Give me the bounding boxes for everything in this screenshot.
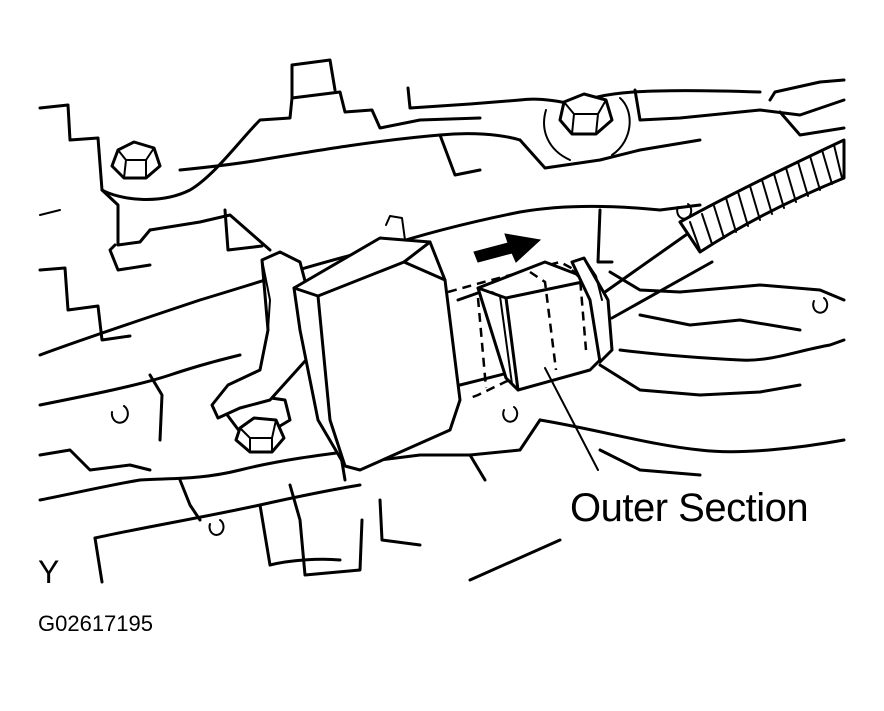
connector-housing [292, 236, 462, 472]
outer-section-label: Outer Section [570, 486, 809, 530]
callout-leader-line [544, 367, 599, 471]
wire-harness [603, 138, 846, 320]
view-letter-label: Y [38, 554, 60, 590]
hex-bolt-upper-left [110, 140, 162, 180]
hex-bolt-upper-center [543, 92, 631, 161]
direction-arrow-icon [473, 233, 542, 263]
figure-id-label: G02617195 [38, 611, 153, 636]
outer-section-sleeve [476, 256, 614, 392]
engine-casting-outline [38, 58, 846, 584]
